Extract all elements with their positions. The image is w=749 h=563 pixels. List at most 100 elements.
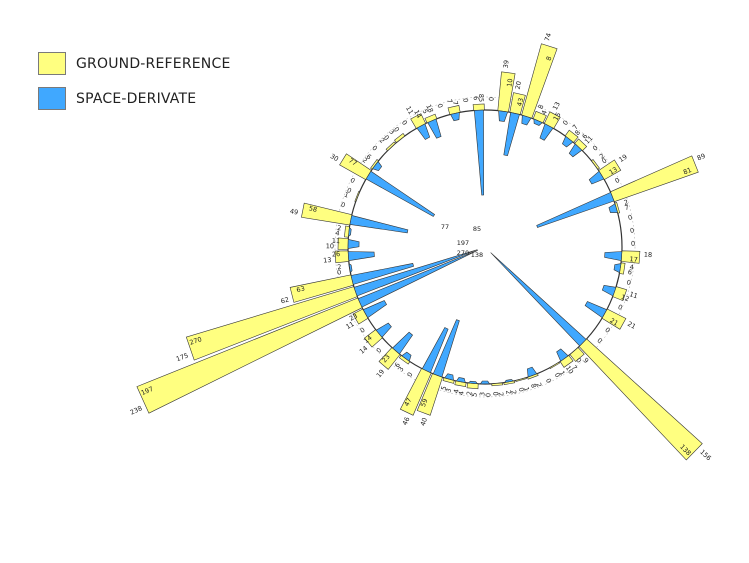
space-bar xyxy=(348,262,353,274)
chart-legend: GROUND-REFERENCE SPACE-DERIVATE xyxy=(38,52,231,122)
zero-value-label: 0 xyxy=(400,119,409,127)
space-value-label: 8 xyxy=(573,129,582,137)
legend-item-space: SPACE-DERIVATE xyxy=(38,87,231,110)
space-bar xyxy=(490,252,587,347)
space-value-label: 0 xyxy=(392,125,401,133)
ground-bar xyxy=(394,132,406,143)
zero-value-label: 0 xyxy=(614,176,621,185)
center-value-label: 85 xyxy=(473,225,481,233)
ground-value-label: 2 xyxy=(361,156,369,165)
ground-value-label: 14 xyxy=(358,344,369,355)
ground-bar xyxy=(515,377,527,382)
space-value-label: 0 xyxy=(382,134,391,142)
ground-value-label: 10 xyxy=(326,242,334,250)
space-value-label: 0 xyxy=(553,371,562,379)
ground-bar xyxy=(491,382,504,387)
space-value-label: 6 xyxy=(627,268,632,277)
ground-value-label: 7 xyxy=(570,364,579,372)
center-value-label: 138 xyxy=(471,251,483,259)
zero-value-label: 0 xyxy=(488,97,496,101)
space-value-label: 10 xyxy=(505,78,514,87)
ground-value-label: 2 xyxy=(598,152,606,161)
ground-value-label: 3 xyxy=(397,365,406,373)
space-value-label: 17 xyxy=(629,255,638,264)
space-bar xyxy=(556,348,569,362)
zero-value-label: 0 xyxy=(349,176,356,185)
ground-value-label: 6 xyxy=(581,132,590,140)
legend-swatch-ground xyxy=(38,52,66,75)
ground-value-label: 18 xyxy=(644,251,653,259)
ground-value-label: 74 xyxy=(543,32,553,42)
space-bar xyxy=(473,109,485,196)
ground-bar xyxy=(354,190,360,203)
space-value-label: 59 xyxy=(419,397,429,408)
space-value-label: 47 xyxy=(403,397,414,408)
zero-value-label: 0 xyxy=(359,326,367,335)
legend-item-ground: GROUND-REFERENCE xyxy=(38,52,231,75)
space-value-label: 0 xyxy=(491,391,499,396)
space-value-label: 10 xyxy=(564,364,575,375)
ground-value-label: 7 xyxy=(445,98,454,104)
space-bar xyxy=(533,118,543,126)
space-bar xyxy=(455,377,466,383)
zero-value-label: 0 xyxy=(631,240,635,248)
ground-value-label: 30 xyxy=(329,152,340,163)
ground-value-label: 13 xyxy=(551,100,562,111)
space-value-label: 0 xyxy=(574,356,583,364)
space-bar xyxy=(421,327,449,374)
space-value-label: 13 xyxy=(608,165,619,176)
space-value-label: 14 xyxy=(362,334,373,345)
ground-value-label: 1 xyxy=(343,191,350,200)
space-bar xyxy=(375,322,392,338)
ground-bar xyxy=(591,159,600,170)
space-bar xyxy=(467,380,479,385)
ground-value-label: 20 xyxy=(514,80,524,90)
ground-value-label: 11 xyxy=(404,105,415,116)
space-value-label: 0 xyxy=(346,186,353,195)
space-value-label: 5 xyxy=(440,385,449,391)
ground-value-label: 156 xyxy=(698,448,713,462)
space-value-label: 58 xyxy=(308,204,318,214)
legend-swatch-space xyxy=(38,87,66,110)
ground-value-label: 2 xyxy=(509,389,518,395)
space-bar xyxy=(521,114,532,126)
space-value-label: 18 xyxy=(424,103,435,114)
space-bar xyxy=(401,351,412,362)
ground-value-label: 238 xyxy=(129,404,144,417)
ground-value-label: 3 xyxy=(444,388,453,394)
space-bar xyxy=(427,118,442,139)
space-bar xyxy=(498,110,509,122)
space-value-label: 15 xyxy=(552,111,563,122)
space-bar xyxy=(539,123,554,141)
space-bar xyxy=(503,379,515,384)
zero-value-label: 0 xyxy=(544,377,553,384)
legend-label-ground: GROUND-REFERENCE xyxy=(76,55,231,72)
zero-value-label: 0 xyxy=(617,303,624,312)
ground-value-label: 5 xyxy=(421,108,430,115)
space-value-label: 21 xyxy=(608,316,619,327)
space-bar xyxy=(601,284,617,297)
space-bar xyxy=(568,143,583,158)
space-bar xyxy=(349,215,409,234)
ground-value-label: 11 xyxy=(344,320,355,331)
space-value-label: 23 xyxy=(348,312,359,323)
space-bar xyxy=(372,160,383,172)
space-value-label: 7 xyxy=(624,203,630,212)
zero-value-label: 0 xyxy=(375,346,384,355)
space-bar xyxy=(503,112,520,157)
space-bar xyxy=(347,239,360,249)
ground-value-label: 8 xyxy=(537,103,546,110)
ground-bar xyxy=(136,297,363,414)
space-value-label: 8 xyxy=(545,55,554,61)
space-bar xyxy=(584,301,608,319)
space-value-label: 23 xyxy=(380,353,391,365)
space-bar xyxy=(357,250,478,308)
space-bar xyxy=(432,319,460,378)
zero-value-label: 0 xyxy=(626,278,632,287)
space-value-label: 6 xyxy=(393,361,402,369)
space-bar xyxy=(526,366,538,378)
zero-label-ring xyxy=(334,96,636,398)
space-value-label: 26 xyxy=(332,250,341,258)
ground-bar xyxy=(569,347,585,362)
space-bar xyxy=(450,112,460,122)
